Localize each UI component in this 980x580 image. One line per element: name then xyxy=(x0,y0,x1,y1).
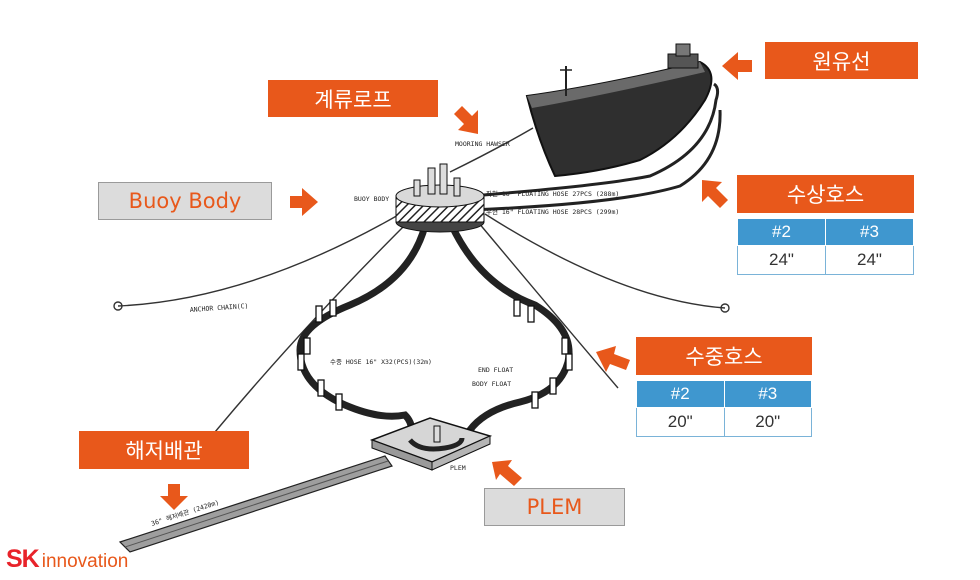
note-floating-hose-2: 우현 16" FLOATING HOSE 28PCS (299m) xyxy=(486,208,619,216)
underwater-hose-col-3: #3 xyxy=(723,380,812,408)
arrow-to-pipeline xyxy=(160,484,188,510)
note-buoy-body: BUOY BODY xyxy=(354,195,389,203)
arrow-to-floating-hose xyxy=(702,180,728,208)
sk-innovation-logo: SK innovation xyxy=(6,545,128,574)
floating-hose-col-3: #3 xyxy=(825,218,914,246)
underwater-hose-size-2: 20" xyxy=(636,407,725,437)
arrow-to-hawser xyxy=(454,106,478,134)
label-subsea-pipeline: 해저배관 xyxy=(79,431,249,469)
arrow-to-plem xyxy=(492,460,522,486)
note-anchor-chain: ANCHOR CHAIN(C) xyxy=(190,302,249,314)
underwater-hose-col-2: #2 xyxy=(636,380,725,408)
plem-drawing xyxy=(369,417,493,471)
note-subsea-hose: 수중 HOSE 16" X32(PCS)(32m) xyxy=(330,358,432,366)
buoy-body-drawing xyxy=(395,163,485,233)
floating-hose-table: #2 #3 24" 24" xyxy=(737,218,914,275)
note-end-float: END FLOAT xyxy=(478,366,513,374)
callout-arrows xyxy=(160,52,752,510)
hose-floats xyxy=(297,299,573,411)
mooring-hawser-line xyxy=(449,127,534,173)
floating-hose-col-2: #2 xyxy=(737,218,826,246)
arrow-to-tanker xyxy=(722,52,752,80)
label-floating-hose: 수상호스 xyxy=(737,175,914,213)
crude-tanker-drawing xyxy=(525,43,713,178)
logo-innovation: innovation xyxy=(41,551,129,572)
floating-hose-size-3: 24" xyxy=(825,245,914,275)
underwater-hose-table: #2 #3 20" 20" xyxy=(636,380,812,437)
note-mooring-hawser: MOORING HAWSER xyxy=(455,140,510,148)
note-floating-hose-1: 좌현 16" FLOATING HOSE 27PCS (288m) xyxy=(486,189,619,198)
arrow-to-underwater-hose xyxy=(596,346,630,372)
underwater-hose-size-3: 20" xyxy=(723,407,812,437)
subsea-pipeline-drawing xyxy=(118,455,393,553)
label-mooring-rope: 계류로프 xyxy=(268,80,438,117)
note-body-float: BODY FLOAT xyxy=(472,380,511,388)
label-buoy-body: Buoy Body xyxy=(98,182,272,220)
floating-hoses xyxy=(469,82,722,212)
label-underwater-hose: 수중호스 xyxy=(636,337,812,375)
floating-hose-size-2: 24" xyxy=(737,245,826,275)
label-crude-tanker: 원유선 xyxy=(765,42,918,79)
logo-sk: SK xyxy=(6,545,40,573)
label-plem: PLEM xyxy=(484,488,625,526)
subsea-hoses xyxy=(296,222,573,449)
arrow-to-buoy xyxy=(290,188,318,216)
note-plem: PLEM xyxy=(450,464,466,472)
